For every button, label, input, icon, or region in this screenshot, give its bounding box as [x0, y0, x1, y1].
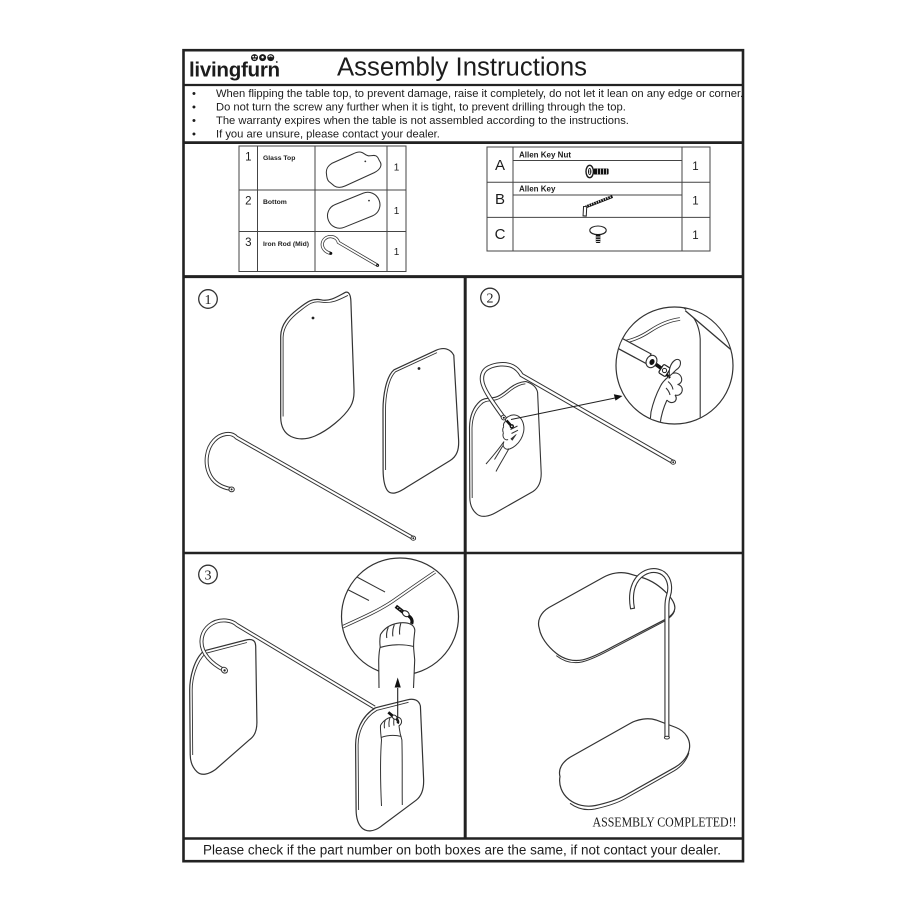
svg-text:•: • [192, 102, 196, 114]
svg-text:1: 1 [394, 162, 400, 173]
svg-text:•: • [192, 129, 196, 141]
svg-text:1: 1 [245, 151, 251, 163]
svg-text:Assembly Instructions: Assembly Instructions [337, 54, 587, 82]
svg-text:Do not turn the screw any furt: Do not turn the screw any further when i… [216, 102, 626, 114]
svg-text:1: 1 [205, 293, 212, 308]
svg-text:1: 1 [692, 161, 698, 173]
svg-text:1: 1 [692, 230, 698, 242]
svg-text:A: A [495, 157, 505, 174]
svg-text:ASSEMBLY COMPLETED!!: ASSEMBLY COMPLETED!! [593, 815, 737, 830]
svg-text:•: • [192, 88, 196, 100]
svg-text:Allen Key Nut: Allen Key Nut [519, 151, 571, 160]
svg-text:B: B [495, 191, 505, 208]
svg-text:3: 3 [205, 569, 212, 584]
svg-text:Bottom: Bottom [263, 199, 287, 206]
svg-text:1: 1 [394, 206, 400, 217]
svg-text:1: 1 [394, 247, 400, 258]
svg-text:livingfurn: livingfurn [189, 59, 280, 82]
svg-text:C: C [495, 226, 506, 243]
svg-text:2: 2 [245, 195, 251, 207]
svg-text:When flipping the table top, t: When flipping the table top, to prevent … [216, 88, 743, 100]
svg-text:Allen Key: Allen Key [519, 185, 556, 194]
svg-text:Glass Top: Glass Top [263, 155, 295, 162]
svg-text:Iron Rod (Mid): Iron Rod (Mid) [263, 241, 309, 248]
svg-text:1: 1 [692, 195, 698, 207]
svg-text:The warranty expires when the: The warranty expires when the table is n… [216, 115, 629, 127]
svg-text:•: • [192, 115, 196, 127]
svg-text:If you are unsure, please cont: If you are unsure, please contact your d… [216, 129, 440, 141]
svg-text:3: 3 [245, 237, 251, 249]
svg-text:2: 2 [487, 292, 494, 307]
svg-text:Please check if the part numbe: Please check if the part number on both … [203, 843, 721, 858]
